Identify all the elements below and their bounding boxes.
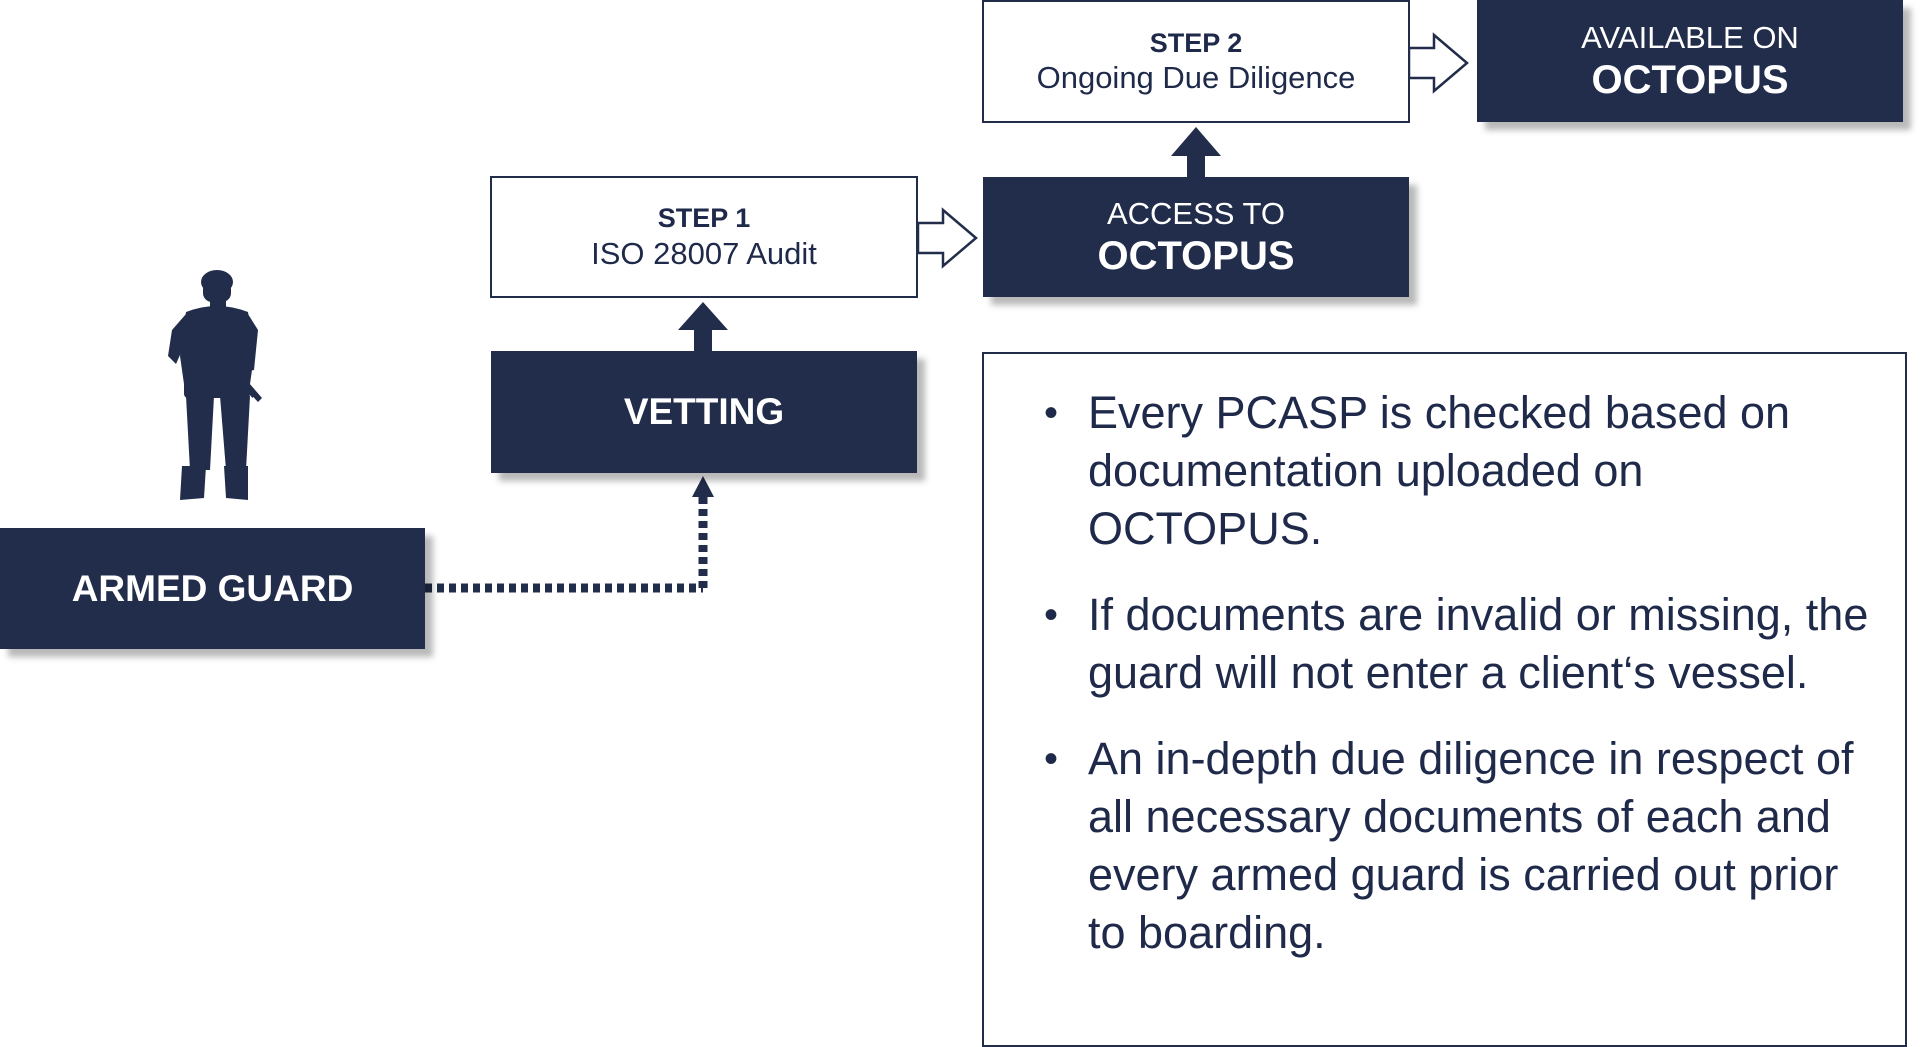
step1-description: ISO 28007 Audit: [591, 235, 817, 271]
arrow-up-access-step2: [1171, 127, 1221, 177]
dotted-connector: [425, 476, 714, 593]
hollow-arrow-step1-access: [916, 207, 978, 269]
armed-guard-box: ARMED GUARD: [0, 528, 425, 649]
step1-label: STEP 1: [657, 203, 751, 234]
info-panel: • Every PCASP is checked based on docume…: [982, 352, 1907, 1047]
hollow-arrow-step2-available: [1407, 32, 1469, 94]
info-item: • If documents are invalid or missing, t…: [1044, 586, 1885, 702]
vetting-box: VETTING: [491, 351, 917, 473]
info-item-text: If documents are invalid or missing, the…: [1088, 589, 1869, 698]
info-item-text: Every PCASP is checked based on document…: [1088, 387, 1791, 554]
access-line1: ACCESS TO: [1106, 196, 1286, 232]
bullet: •: [1044, 391, 1059, 435]
bullet: •: [1044, 593, 1059, 637]
arrow-up-vetting-step1: [678, 302, 728, 351]
info-list: • Every PCASP is checked based on docume…: [984, 354, 1905, 962]
step2-box: STEP 2 Ongoing Due Diligence: [982, 0, 1410, 123]
available-octopus-box: AVAILABLE ON OCTOPUS: [1477, 0, 1903, 122]
info-item-text: An in-depth due diligence in respect of …: [1088, 733, 1854, 958]
access-octopus-box: ACCESS TO OCTOPUS: [983, 177, 1409, 297]
available-line1: AVAILABLE ON: [1581, 20, 1799, 56]
available-line2: OCTOPUS: [1591, 57, 1789, 102]
step2-description: Ongoing Due Diligence: [1036, 60, 1356, 96]
access-line2: OCTOPUS: [1097, 233, 1295, 278]
step1-box: STEP 1 ISO 28007 Audit: [490, 176, 918, 298]
info-item: • Every PCASP is checked based on docume…: [1044, 384, 1885, 558]
armed-guard-label: ARMED GUARD: [71, 567, 354, 609]
bullet: •: [1044, 737, 1059, 781]
info-item: • An in-depth due diligence in respect o…: [1044, 730, 1885, 962]
step2-label: STEP 2: [1149, 27, 1243, 58]
vetting-label: VETTING: [623, 391, 785, 432]
